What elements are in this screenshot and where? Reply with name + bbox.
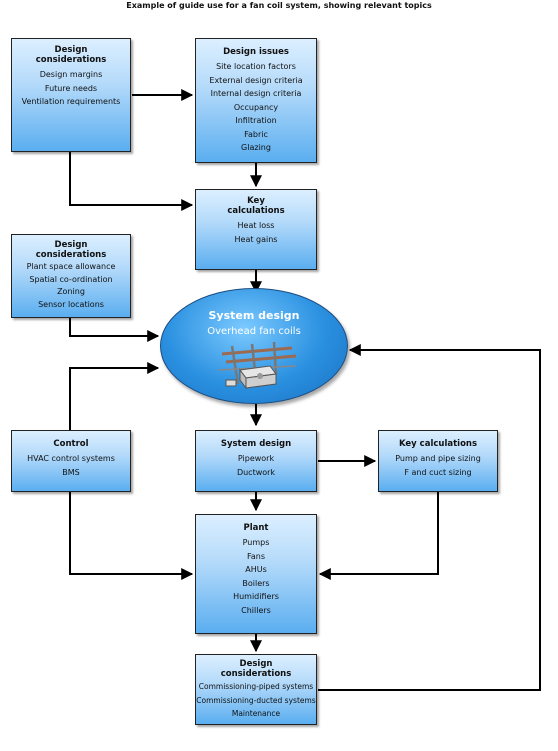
box-item: Heat loss bbox=[237, 221, 275, 230]
arrow-control-to-plant bbox=[69, 492, 194, 580]
box-item: Fans bbox=[246, 551, 265, 561]
box-item: Infiltration bbox=[235, 116, 277, 125]
box-item: Pumps bbox=[242, 538, 270, 547]
key-calculations-right-box: Key calculations Pump and pipe sizing F … bbox=[378, 430, 498, 492]
box-item: BMS bbox=[62, 467, 80, 477]
fan-coil-unit-icon bbox=[217, 341, 297, 390]
design-considerations-top-box: Design considerations Design margins Fut… bbox=[11, 38, 131, 152]
box-item: Plant space allowance bbox=[26, 262, 116, 271]
box-item: Humidifiers bbox=[233, 592, 279, 601]
box-item: Pipework bbox=[237, 454, 275, 463]
box-item: Site location factors bbox=[216, 62, 296, 71]
box-item: Glazing bbox=[241, 143, 271, 152]
box-item: Pump and pipe sizing bbox=[395, 454, 481, 463]
box-item: Chillers bbox=[241, 605, 271, 615]
control-box: Control HVAC control systems BMS bbox=[11, 430, 131, 492]
box-heading: Control bbox=[53, 439, 89, 449]
box-item: External design criteria bbox=[209, 75, 303, 85]
box-heading: Key calculations bbox=[398, 439, 478, 449]
box-item: Commissioning-piped systems bbox=[198, 682, 314, 691]
design-considerations-bottom-box: Design considerations Commissioning-pipe… bbox=[195, 654, 317, 725]
box-heading: Design considerations bbox=[35, 240, 107, 260]
box-item: Design margins bbox=[39, 70, 103, 79]
box-item: AHUs bbox=[245, 565, 267, 574]
box-heading: Design considerations bbox=[220, 659, 292, 679]
box-item: Future needs bbox=[44, 83, 98, 93]
diagram-title: Example of guide use for a fan coil syst… bbox=[126, 1, 432, 10]
system-design-subtitle: Overhead fan coils bbox=[207, 326, 301, 337]
box-heading: Key calculations bbox=[227, 196, 285, 216]
system-design-box: System design Pipework Ductwork bbox=[195, 430, 317, 492]
box-item: Ventilation requirements bbox=[21, 97, 121, 106]
box-item: Zoning bbox=[57, 287, 85, 296]
box-item: Occupancy bbox=[233, 102, 279, 112]
box-item: Spatial co-ordination bbox=[29, 274, 113, 284]
arrow-control-to-system bbox=[69, 362, 160, 430]
box-heading: Design considerations bbox=[35, 45, 107, 65]
box-heading: Design issues bbox=[223, 47, 289, 57]
box-heading: System design bbox=[220, 439, 292, 449]
arrow-dc-mid-to-system bbox=[69, 318, 160, 342]
system-design-title: System design bbox=[208, 309, 300, 322]
arrow-dc-to-keycalc bbox=[69, 152, 194, 211]
box-item: Internal design criteria bbox=[210, 89, 302, 98]
system-design-ellipse bbox=[160, 288, 348, 404]
box-item: Maintenance bbox=[231, 709, 281, 718]
arrow-dc-bottom-to-system bbox=[318, 344, 541, 691]
design-considerations-mid-box: Design considerations Plant space allowa… bbox=[11, 234, 131, 318]
box-item: Commissioning-ducted systems bbox=[196, 695, 316, 705]
box-item: Fabric bbox=[244, 129, 268, 139]
box-item: Ductwork bbox=[236, 467, 276, 477]
design-issues-box: Design issues Site location factors Exte… bbox=[195, 38, 317, 163]
box-item: Sensor locations bbox=[38, 299, 104, 309]
box-heading: Plant bbox=[243, 523, 269, 533]
box-item: HVAC control systems bbox=[27, 454, 115, 463]
arrow-keycalc-right-to-plant bbox=[318, 492, 439, 580]
box-item: Heat gains bbox=[234, 234, 278, 244]
key-calculations-top-box: Key calculations Heat loss Heat gains bbox=[195, 189, 317, 270]
box-item: Boilers bbox=[242, 578, 270, 588]
box-item: F and cuct sizing bbox=[404, 467, 472, 477]
plant-box: Plant Pumps Fans AHUs Boilers Humidifier… bbox=[195, 514, 317, 634]
